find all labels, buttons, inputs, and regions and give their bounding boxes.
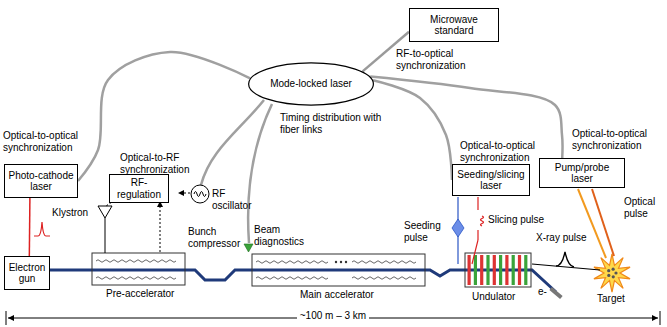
diagnostics-marker: [244, 244, 253, 252]
laser-box: Photo-cathode laser: [4, 164, 78, 198]
undulator-magnet: [499, 255, 502, 285]
link-label: Timing distribution with fiber links: [280, 112, 400, 135]
beam-dump: [549, 287, 562, 299]
fiber-link: [201, 100, 264, 185]
laser-pulse: [34, 222, 50, 236]
sync-label: Optical-to-RF synchronization: [120, 152, 202, 175]
cavity-wave: [352, 277, 416, 280]
target-atom: [614, 271, 617, 274]
undulator-magnet: [486, 255, 489, 285]
target-atom: [612, 268, 615, 271]
cavity-wave: [256, 261, 328, 264]
node-text: Electron gun: [8, 262, 47, 285]
undulator-magnet: [468, 255, 471, 285]
seeding-pulse: [452, 219, 464, 237]
node-text: Mode-locked laser: [270, 78, 352, 90]
part-label: e-: [538, 286, 558, 298]
standard-box: Microwave standard: [409, 8, 499, 42]
sync-label: Optical-to-optical synchronization: [3, 130, 95, 153]
target-atom: [612, 275, 615, 278]
laser-box: Pump/probe laser: [539, 158, 625, 188]
undulator-body: [465, 253, 531, 287]
node-text: Microwave standard: [413, 14, 495, 37]
fiber-link: [78, 52, 250, 181]
cavity-wave: [96, 260, 176, 263]
node-text: Pump/probe laser: [543, 162, 621, 185]
part-label: RF oscillator: [212, 188, 262, 211]
undulator-magnet: [480, 255, 483, 285]
node-text: RF-regulation: [113, 177, 165, 200]
rf-oscillator-symbol: [191, 185, 209, 203]
part-label: Slicing pulse: [488, 214, 550, 226]
cavity: [92, 253, 185, 285]
target-atom: [607, 269, 610, 272]
undulator-magnet: [512, 255, 515, 285]
cavity: [252, 254, 425, 286]
undulator-magnet: [518, 255, 521, 285]
drawn-repeats: [96, 197, 630, 292]
cavity-wave: [96, 277, 176, 280]
optical-pulse-ray: [592, 189, 614, 256]
rf-oscillator-symbol: [194, 192, 206, 197]
undulator-magnet: [524, 255, 527, 285]
continuation-dot: [335, 261, 337, 263]
x-ray-line: [532, 264, 600, 270]
slicing-pulse: [481, 216, 484, 226]
part-label: X-ray pulse: [536, 232, 596, 244]
dimension-tick: [6, 311, 660, 325]
label-patch: ~100 m – 3 km: [297, 310, 369, 321]
sync-label: Optical-to-optical synchronization: [460, 140, 552, 163]
control-line: [160, 201, 161, 252]
part-label: Beam diagnostics: [254, 224, 312, 247]
fiber-link: [248, 104, 272, 243]
undulator-magnet: [493, 255, 496, 285]
rf-feed: [105, 218, 106, 253]
part-label: Bunch compressor: [188, 226, 246, 249]
sync-label: Optical-to-optical synchronization: [572, 128, 662, 151]
undulator-magnet: [474, 255, 477, 285]
part-label: Target: [597, 293, 637, 305]
cavity-wave: [256, 277, 328, 280]
laser-ellipse: Mode-locked laser: [248, 62, 374, 106]
node-text: Seeding/slicing laser: [456, 169, 526, 192]
optical-pulse-ray: [578, 189, 606, 258]
target-burst: [594, 254, 630, 292]
part-label: Optical pulse: [624, 196, 664, 219]
cavity-wave: [352, 261, 416, 264]
klystron-symbol: [98, 206, 112, 218]
part-label: Main accelerator: [300, 289, 390, 301]
part-label: Seeding pulse: [404, 220, 448, 243]
continuation-dot: [345, 261, 347, 263]
control-line: [178, 193, 190, 194]
fiber-link: [29, 198, 31, 256]
gun-box: Electron gun: [4, 256, 51, 290]
undulator-magnet: [505, 255, 508, 285]
part-label: Pre-accelerator: [106, 288, 186, 300]
continuation-dot: [340, 261, 342, 263]
node-text: Photo-cathode laser: [8, 170, 74, 193]
fiber-link: [373, 80, 452, 180]
sync-label: RF-to-optical synchronization: [396, 48, 476, 71]
laser-box: Seeding/slicing laser: [452, 164, 530, 196]
target-atom: [607, 274, 610, 277]
slicing-beam: [477, 197, 478, 240]
part-label: Klystron: [52, 207, 98, 219]
x-ray-pulse: [556, 252, 574, 267]
control-box: RF-regulation: [109, 174, 169, 203]
dimension-label: ~100 m – 3 km: [283, 310, 383, 322]
slicing-beam: [472, 240, 478, 264]
ellipse-outline: [249, 63, 374, 105]
part-label: Undulator: [472, 291, 532, 303]
